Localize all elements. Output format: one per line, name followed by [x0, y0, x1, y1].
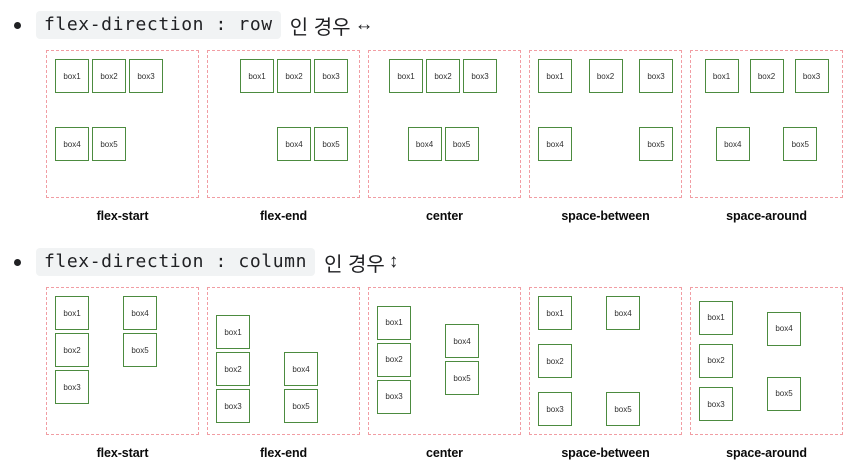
flex-item-box: box5: [783, 127, 818, 161]
caption-column-flex-end: flex-end: [259, 446, 308, 460]
demo-cell-column-space-around: box1 box2 box3 box4 box5 space-around: [690, 287, 843, 460]
flex-item-box: box3: [639, 59, 673, 93]
caption-row-flex-end: flex-end: [259, 209, 308, 223]
demo-cell-column-flex-start: box1 box2 box3 box4 box5 flex-start: [46, 287, 199, 460]
code-chip-flex-direction-column: flex-direction : column: [36, 248, 316, 276]
flex-item-box: box2: [216, 352, 250, 386]
flex-container-column-flex-end: box1 box2 box3 box4 box5: [207, 287, 360, 435]
flex-item-box: box3: [129, 59, 163, 93]
flex-item-box: box4: [55, 127, 89, 161]
heading-flex-direction-row: flex-direction : row 인 경우 ↔: [0, 0, 844, 50]
heading-korean-text-row: 인 경우: [289, 16, 351, 39]
flex-item-box: box1: [216, 315, 250, 349]
demo-cell-row-flex-end: box1 box2 box3 box4 box5 flex-end: [207, 50, 360, 223]
demo-cell-column-space-between: box1 box2 box3 box4 box5 space-between: [529, 287, 682, 460]
flex-item-box: box3: [216, 389, 250, 423]
caption-row-center: center: [426, 209, 463, 223]
flex-item-box: box2: [588, 59, 623, 93]
vertical-arrow-icon: ↕: [388, 251, 399, 272]
flex-item-box: box2: [749, 59, 784, 93]
flex-item-box: box4: [123, 296, 157, 330]
flex-item-box: box1: [699, 300, 733, 335]
bullet-icon: [14, 21, 21, 29]
flex-item-box: box2: [55, 333, 89, 367]
code-chip-flex-direction-row: flex-direction : row: [36, 11, 281, 39]
flex-container-column-flex-start: box1 box2 box3 box4 box5: [46, 287, 199, 435]
demo-cell-column-flex-end: box1 box2 box3 box4 box5 flex-end: [207, 287, 360, 460]
flex-item-box: box3: [699, 387, 733, 422]
heading-flex-direction-column: flex-direction : column 인 경우 ↕: [0, 237, 844, 287]
bullet-icon: [14, 258, 21, 266]
flex-item-box: box4: [284, 352, 318, 386]
demo-cell-row-center: box1 box2 box3 box4 box5 center: [368, 50, 521, 223]
flex-container-row-space-around: box1 box2 box3 box4 box5: [690, 50, 843, 198]
flex-item-box: box2: [92, 59, 126, 93]
flex-item-box: box5: [445, 361, 479, 395]
flex-item-box: box5: [92, 127, 126, 161]
flex-item-box: box3: [463, 59, 497, 93]
flex-item-box: box3: [794, 59, 829, 93]
flex-container-row-flex-start: box1 box2 box3 box4 box5: [46, 50, 199, 198]
flex-item-box: box5: [284, 389, 318, 423]
section-flex-direction-row: flex-direction : row 인 경우 ↔ box1 box2 bo…: [0, 0, 844, 223]
caption-column-center: center: [426, 446, 463, 460]
caption-row-space-between: space-between: [561, 209, 650, 223]
caption-column-flex-start: flex-start: [96, 446, 149, 460]
caption-row-space-around: space-around: [726, 209, 807, 223]
flex-item-box: box4: [277, 127, 311, 161]
flex-item-box: box2: [426, 59, 460, 93]
flex-item-box: box1: [377, 305, 411, 340]
flex-item-box: box2: [699, 343, 733, 378]
flex-item-box: box1: [704, 59, 739, 93]
flex-item-box: box4: [715, 127, 750, 161]
flex-item-box: box5: [639, 127, 673, 161]
demo-strip-column: box1 box2 box3 box4 box5 flex-start box1…: [0, 287, 844, 460]
flex-item-box: box5: [314, 127, 348, 161]
flex-container-column-space-between: box1 box2 box3 box4 box5: [529, 287, 682, 435]
flex-item-box: box2: [538, 344, 572, 378]
demo-strip-row: box1 box2 box3 box4 box5 flex-start box1…: [0, 50, 844, 223]
caption-column-space-around: space-around: [726, 446, 807, 460]
flex-item-box: box1: [538, 59, 572, 93]
demo-cell-row-space-around: box1 box2 box3 box4 box5 space-around: [690, 50, 843, 223]
flex-item-box: box4: [407, 127, 442, 161]
caption-column-space-between: space-between: [561, 446, 650, 460]
flex-item-box: box3: [538, 392, 572, 426]
flex-item-box: box4: [445, 324, 479, 358]
flex-container-row-space-between: box1 box2 box3 box4 box5: [529, 50, 682, 198]
flex-item-box: box1: [55, 296, 89, 330]
flex-item-box: box1: [538, 296, 572, 330]
demo-cell-row-space-between: box1 box2 box3 box4 box5 space-between: [529, 50, 682, 223]
flex-item-box: box4: [767, 311, 801, 346]
flex-container-row-center: box1 box2 box3 box4 box5: [368, 50, 521, 198]
flex-item-box: box5: [767, 376, 801, 411]
heading-korean-text-column: 인 경우: [324, 253, 385, 276]
caption-row-flex-start: flex-start: [96, 209, 149, 223]
flex-item-box: box1: [55, 59, 89, 93]
flex-item-box: box2: [377, 342, 411, 377]
demo-cell-row-flex-start: box1 box2 box3 box4 box5 flex-start: [46, 50, 199, 223]
section-flex-direction-column: flex-direction : column 인 경우 ↕ box1 box2…: [0, 237, 844, 460]
flex-item-box: box3: [314, 59, 348, 93]
horizontal-arrow-icon: ↔: [354, 14, 374, 35]
demo-cell-column-center: box1 box2 box3 box4 box5 center: [368, 287, 521, 460]
flex-container-row-flex-end: box1 box2 box3 box4 box5: [207, 50, 360, 198]
flex-item-box: box1: [389, 59, 423, 93]
flex-item-box: box4: [606, 296, 640, 330]
flex-item-box: box5: [606, 392, 640, 426]
flex-container-column-space-around: box1 box2 box3 box4 box5: [690, 287, 843, 435]
flex-item-box: box5: [444, 127, 479, 161]
flex-item-box: box3: [55, 370, 89, 404]
flex-item-box: box2: [277, 59, 311, 93]
flex-container-column-center: box1 box2 box3 box4 box5: [368, 287, 521, 435]
flex-item-box: box3: [377, 379, 411, 414]
flex-item-box: box1: [240, 59, 274, 93]
flex-item-box: box4: [538, 127, 572, 161]
flex-item-box: box5: [123, 333, 157, 367]
